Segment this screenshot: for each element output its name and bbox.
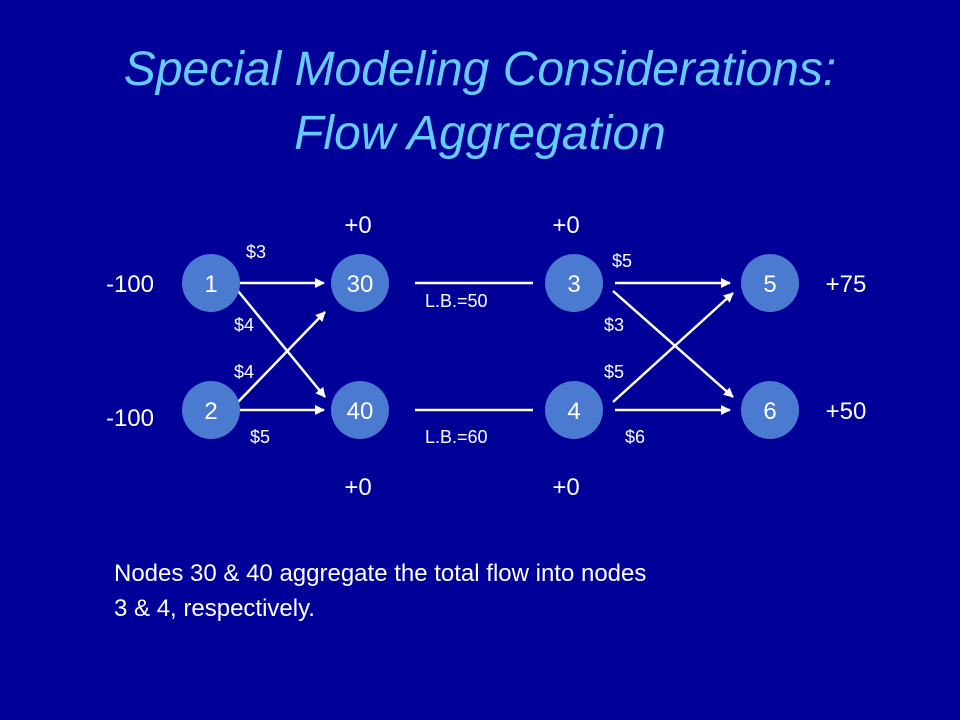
node-5: 5 (741, 254, 799, 312)
node-30: 30 (331, 254, 389, 312)
arc-label-4-6: $6 (625, 427, 645, 447)
supply-node-3: +0 (552, 212, 579, 239)
node-40: 40 (331, 381, 389, 439)
arc-label-2-40: $5 (250, 427, 270, 447)
node-5-label: 5 (763, 271, 776, 298)
supply-node-2: -100 (106, 405, 154, 432)
arc-label-1-40: $4 (234, 315, 254, 335)
node-6-label: 6 (763, 398, 776, 425)
supply-node-6: +50 (826, 398, 867, 425)
arc-label-2-30: $4 (234, 362, 254, 382)
caption-line-1: Nodes 30 & 40 aggregate the total flow i… (114, 560, 647, 587)
node-4: 4 (545, 381, 603, 439)
node-2-label: 2 (204, 398, 217, 425)
slide-title-line-2: Flow Aggregation (294, 107, 666, 160)
arc-label-3-5: $5 (612, 251, 632, 271)
arc-label-1-30: $3 (246, 242, 266, 262)
arc-4-to-5 (612, 292, 734, 403)
arc-1-to-40 (237, 290, 326, 398)
arc-3-to-6 (612, 290, 734, 398)
supply-node-40: +0 (344, 474, 371, 501)
node-4-label: 4 (567, 398, 580, 425)
arc-label-3-6: $3 (604, 315, 624, 335)
slide-title-line-1: Special Modeling Considerations: (123, 43, 837, 96)
supply-node-5: +75 (826, 271, 867, 298)
node-1-label: 1 (204, 271, 217, 298)
node-6: 6 (741, 381, 799, 439)
node-1: 1 (182, 254, 240, 312)
arc-label-4-5: $5 (604, 362, 624, 382)
node-3: 3 (545, 254, 603, 312)
supply-node-1: -100 (106, 271, 154, 298)
supply-node-30: +0 (344, 212, 371, 239)
caption-line-2: 3 & 4, respectively. (114, 595, 315, 622)
node-2: 2 (182, 381, 240, 439)
supply-node-4: +0 (552, 474, 579, 501)
node-40-label: 40 (347, 398, 374, 425)
arc-label-30-3: L.B.=50 (425, 291, 488, 311)
node-30-label: 30 (347, 271, 374, 298)
node-3-label: 3 (567, 271, 580, 298)
arc-2-to-30 (237, 311, 326, 403)
arc-label-40-4: L.B.=60 (425, 427, 488, 447)
